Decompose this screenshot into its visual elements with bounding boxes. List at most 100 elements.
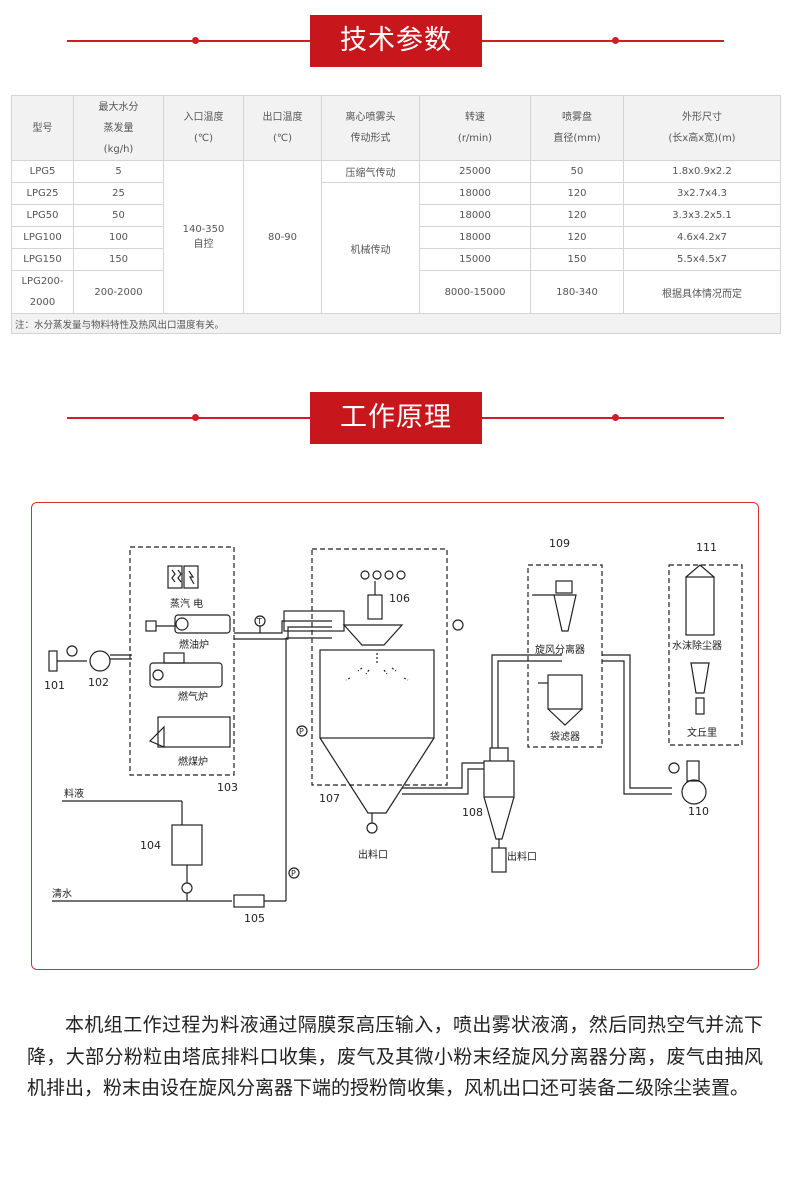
- label-clean-water: 清水: [52, 887, 72, 900]
- label-water-dust: 水沫除尘器: [672, 639, 722, 652]
- table-row: LPG100 100 18000 120 4.6x4.2x7: [11, 226, 781, 249]
- label-108: 108: [462, 806, 483, 819]
- cell-disk: 120: [530, 204, 624, 227]
- chamber-cone: [319, 737, 435, 814]
- cell-model: LPG50: [11, 204, 74, 227]
- atomizer-icon: [367, 594, 383, 620]
- header-dimensions: 外形尺寸(长x高x宽)(m): [623, 95, 781, 161]
- cell-disk: 120: [530, 226, 624, 249]
- label-discharge-1: 出料口: [358, 848, 388, 861]
- header-line-left: [67, 417, 310, 419]
- steam-heater-icon: [167, 565, 183, 589]
- label-cyclone: 旋风分离器: [535, 643, 585, 656]
- process-diagram-svg: 101 102 103 104 105 106 107 108 109 110 …: [44, 537, 743, 925]
- label-discharge-2: 出料口: [507, 850, 537, 863]
- cell-speed: 18000: [419, 226, 531, 249]
- label-bag-filter: 袋滤器: [550, 730, 580, 743]
- cell-speed: 8000-15000: [419, 270, 531, 314]
- header-disk-diameter: 喷雾盘直径(mm): [530, 95, 624, 161]
- cell-evap: 25: [73, 182, 164, 205]
- cell-speed: 18000: [419, 204, 531, 227]
- heat-source-group: [129, 546, 235, 776]
- spec-section-header: 技术参数: [0, 15, 790, 67]
- cell-size: 4.6x4.2x7: [623, 226, 781, 249]
- label-106: 106: [389, 592, 410, 605]
- valve-icon: [66, 645, 78, 657]
- label-110: 110: [688, 805, 709, 818]
- label-feed-liquid: 料液: [64, 787, 84, 800]
- cell-drive-mechanical: 机械传动: [321, 182, 420, 314]
- air-filter-icon: [48, 650, 58, 672]
- cell-disk: 120: [530, 182, 624, 205]
- principle-section-header: 工作原理: [0, 392, 790, 444]
- label-t-sensor: T: [256, 617, 262, 626]
- table-row: LPG50 50 18000 120 3.3x3.2x5.1: [11, 204, 781, 227]
- cell-size: 1.8x0.9x2.2: [623, 160, 781, 183]
- process-diagram: 101 102 103 104 105 106 107 108 109 110 …: [31, 502, 759, 970]
- cell-outlet-temp: 80-90: [243, 160, 322, 314]
- cell-model: LPG100: [11, 226, 74, 249]
- header-outlet-temp: 出口温度(℃): [243, 95, 322, 161]
- cell-evap: 100: [73, 226, 164, 249]
- process-description: 本机组工作过程为料液通过隔膜泵高压输入，喷出雾状液滴，然后同热空气并流下降，大部…: [27, 1014, 763, 1099]
- cyclone-109-icon: [553, 594, 577, 632]
- label-steam-elec: 蒸汽 电: [170, 597, 203, 610]
- cell-evap: 5: [73, 160, 164, 183]
- cell-speed: 18000: [419, 182, 531, 205]
- header-evaporation: 最大水分蒸发量(kg/h): [73, 95, 164, 161]
- coal-furnace-icon: [157, 716, 231, 748]
- cell-drive-pneumatic: 压缩气传动: [321, 160, 420, 183]
- oil-furnace-icon: [174, 614, 231, 634]
- cell-disk: 150: [530, 248, 624, 271]
- cell-size: 根据具体情况而定: [623, 270, 781, 314]
- table-note-row: 注：水分蒸发量与物料特性及热风出口温度有关。: [11, 313, 781, 334]
- cell-evap: 200-2000: [73, 270, 164, 314]
- label-p-sensor-2: P: [291, 869, 296, 878]
- oil-burner-icon: [145, 620, 157, 632]
- feed-tank-icon: [171, 824, 203, 866]
- header-dot-right: [612, 37, 619, 44]
- cell-model: LPG200-2000: [11, 270, 74, 314]
- label-coal-furnace: 燃煤炉: [178, 755, 208, 768]
- label-104: 104: [140, 839, 161, 852]
- cell-speed: 15000: [419, 248, 531, 271]
- cell-model: LPG5: [11, 160, 74, 183]
- table-note: 注：水分蒸发量与物料特性及热风出口温度有关。: [11, 313, 781, 334]
- air-distributor-icon: [283, 610, 345, 632]
- header-model: 型号: [11, 95, 74, 161]
- label-gas-furnace: 燃气炉: [178, 690, 208, 703]
- header-speed: 转速(r/min): [419, 95, 531, 161]
- header-line-right: [482, 40, 724, 42]
- scrubber-group: [668, 564, 743, 746]
- table-row: LPG200-2000 200-2000 8000-15000 180-340 …: [11, 270, 781, 314]
- label-111: 111: [696, 541, 717, 554]
- label-102: 102: [88, 676, 109, 689]
- label-107: 107: [319, 792, 340, 805]
- table-header-row: 型号 最大水分蒸发量(kg/h) 入口温度(℃) 出口温度(℃) 离心喷雾头传动…: [11, 95, 781, 161]
- cell-size: 5.5x4.5x7: [623, 248, 781, 271]
- header-line-right: [482, 417, 724, 419]
- cyclone-108-icon: [483, 760, 515, 798]
- cell-size: 3.3x3.2x5.1: [623, 204, 781, 227]
- label-oil-furnace: 燃油炉: [179, 638, 209, 651]
- label-103: 103: [217, 781, 238, 794]
- gas-furnace-icon: [149, 662, 223, 688]
- filter-105-icon: [233, 894, 265, 908]
- drying-chamber-icon: [319, 649, 435, 739]
- cell-disk: 50: [530, 160, 624, 183]
- cell-model: LPG25: [11, 182, 74, 205]
- cell-speed: 25000: [419, 160, 531, 183]
- water-scrubber-icon: [685, 576, 715, 636]
- spec-section-title: 技术参数: [310, 15, 482, 67]
- principle-section-title: 工作原理: [310, 392, 482, 444]
- table-row: LPG25 25 机械传动 18000 120 3x2.7x4.3: [11, 182, 781, 314]
- bag-filter-icon: [547, 674, 583, 710]
- label-p-sensor-1: P: [299, 727, 304, 736]
- cell-disk: 180-340: [530, 270, 624, 314]
- label-109: 109: [549, 537, 570, 550]
- label-105: 105: [244, 912, 265, 925]
- header-inlet-temp: 入口温度(℃): [163, 95, 244, 161]
- header-dot-right: [612, 414, 619, 421]
